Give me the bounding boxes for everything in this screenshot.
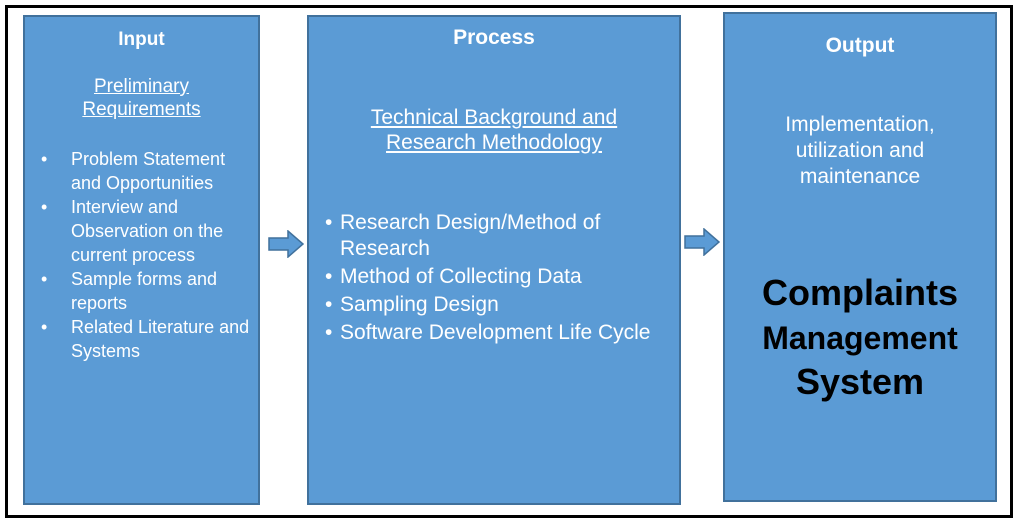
list-item: • Problem Statement and Opportunities [41, 147, 252, 195]
list-item: • Related Literature and Systems [41, 315, 252, 363]
bullet-icon: • [325, 293, 333, 316]
system-name-line-2: Management [762, 320, 958, 356]
process-box: Process Technical Background and Researc… [307, 15, 681, 505]
list-item: • Interview and Observation on the curren… [41, 195, 252, 267]
system-name-line-1: Complaints [761, 272, 958, 313]
process-item-text: Software Development Life Cycle [340, 321, 651, 344]
list-item: • Method of Collecting Data [325, 264, 671, 290]
bullet-icon: • [41, 149, 48, 169]
process-subtitle: Technical Background and Research Method… [370, 106, 618, 154]
bullet-icon: • [325, 321, 333, 344]
list-item: • Sample forms and reports [41, 267, 252, 315]
process-title: Process [453, 26, 535, 49]
input-item-text: Interview and Observation on the current… [71, 197, 224, 265]
bullet-icon: • [325, 265, 333, 288]
bullet-icon: • [325, 211, 333, 234]
input-title: Input [118, 29, 165, 50]
input-box: Input Preliminary Requirements • Problem … [23, 15, 260, 505]
system-name-line-3: System [795, 361, 925, 402]
input-item-text: Problem Statement and Opportunities [71, 149, 226, 193]
list-item: • Sampling Design [325, 292, 671, 318]
output-box: Output Implementation, utilization and m… [723, 12, 997, 502]
input-subtitle: Preliminary Requirements [82, 76, 201, 120]
process-item-text: Sampling Design [340, 293, 499, 316]
output-title: Output [825, 34, 895, 57]
right-arrow-icon [684, 228, 720, 256]
right-arrow-icon [268, 230, 304, 258]
list-item: • Software Development Life Cycle [325, 320, 671, 346]
output-description: Implementation, utilization and maintena… [785, 113, 935, 188]
system-name: Complaints Management System [725, 270, 995, 404]
bullet-icon: • [41, 317, 48, 337]
input-item-text: Related Literature and Systems [71, 317, 250, 361]
bullet-icon: • [41, 269, 48, 289]
input-item-text: Sample forms and reports [71, 269, 218, 313]
bullet-icon: • [41, 197, 48, 217]
process-item-text: Research Design/Method of Research [340, 211, 601, 260]
input-item-list: • Problem Statement and Opportunities • In… [41, 147, 252, 363]
process-item-text: Method of Collecting Data [340, 265, 582, 288]
list-item: • Research Design/Method of Research [325, 210, 671, 262]
process-item-list: • Research Design/Method of Research • Met… [325, 210, 671, 348]
